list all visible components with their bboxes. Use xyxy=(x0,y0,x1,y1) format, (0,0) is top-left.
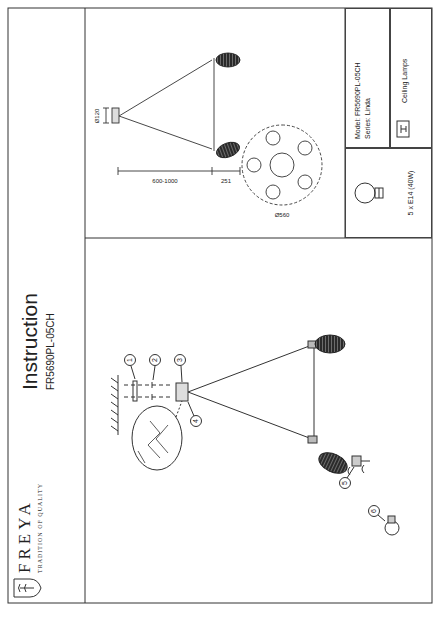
callout-number: 1 xyxy=(126,358,134,362)
dimension: 600-1000 xyxy=(152,178,177,185)
dimension: Ø560 xyxy=(275,212,290,219)
sheet-title: Instruction xyxy=(18,293,41,390)
cell-text: 5 x E14 (40W) xyxy=(407,171,415,216)
callout-number: 3 xyxy=(176,358,184,362)
cell-text: Ceiling Lamps xyxy=(401,15,409,103)
brand-slogan: TRADITION OF QUALITY xyxy=(37,483,44,573)
callout-number: 4 xyxy=(192,419,200,423)
model-cell: Model: FR5690PL-05CHSeries: Linda xyxy=(345,8,390,148)
cell-text: Series: Linda xyxy=(364,17,372,139)
cell-text: Model: FR5690PL-05CH xyxy=(354,17,362,139)
callout-number: 2 xyxy=(151,358,159,362)
category-cell: Ceiling Lamps xyxy=(390,8,432,148)
dimension: Ø120 xyxy=(94,109,101,124)
callout-number: 5 xyxy=(341,481,349,485)
model-code: FR5690PL-05CH xyxy=(45,313,56,390)
brand-name: FREYA xyxy=(16,499,35,573)
callout-number: 6 xyxy=(370,509,378,513)
bulb-spec-cell: 5 x E14 (40W) xyxy=(345,148,432,238)
dimension: 251 xyxy=(221,178,231,185)
